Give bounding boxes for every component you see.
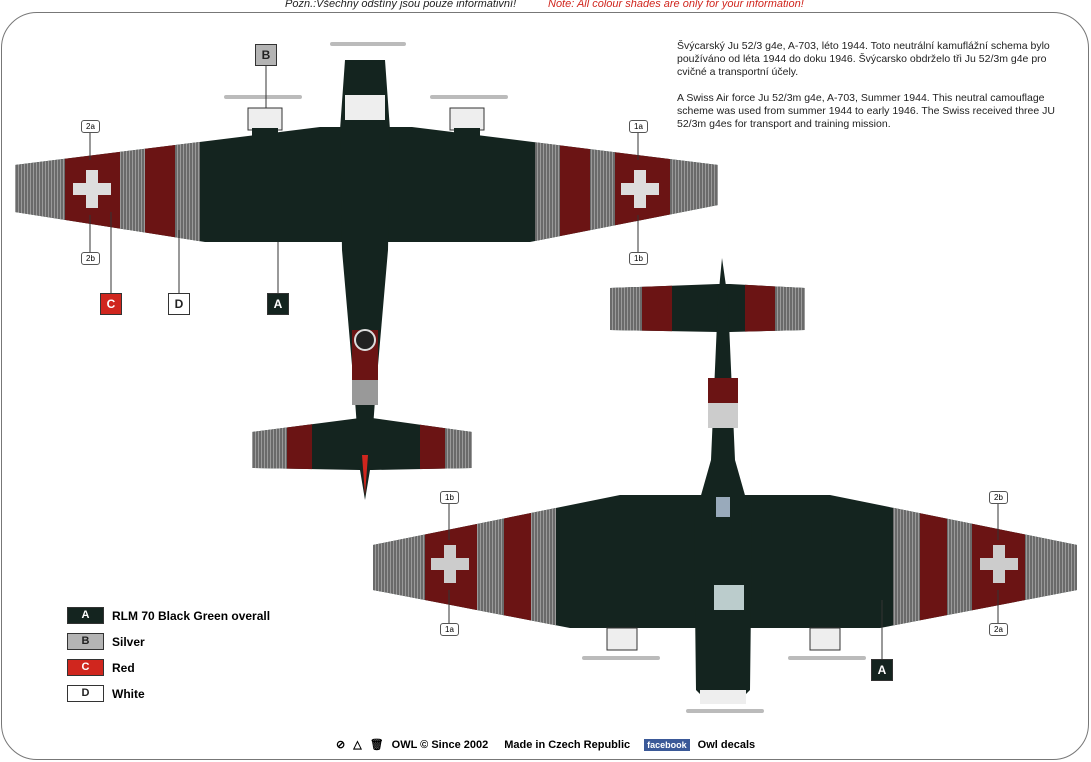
description-czech: Švýcarský Ju 52/3 g4e, A-703, léto 1944.…: [677, 40, 1050, 78]
legend-item-a: A RLM 70 Black Green overall: [67, 607, 270, 624]
brand-text: OWL © Since 2002: [391, 738, 489, 751]
swiss-cross-left: [73, 170, 111, 208]
top-view-aircraft: [15, 42, 718, 500]
leader-lines: [89, 65, 999, 660]
color-callout-a: A: [267, 293, 289, 315]
legend-swatch: C: [67, 659, 104, 676]
legend-item-d: D White: [67, 685, 145, 702]
legend-item-b: B Silver: [67, 633, 145, 650]
legend-item-c: C Red: [67, 659, 135, 676]
decal-tag-2a: 2a: [81, 120, 100, 133]
decal-tag-1b-lower: 1b: [440, 491, 459, 504]
legend-swatch: D: [67, 685, 104, 702]
note-czech: Pozn.:Všechny odstíny jsou pouze informa…: [285, 0, 517, 10]
trash-bin-icon: 🗑: [369, 739, 384, 751]
decal-tag-2b-lower: 2b: [989, 491, 1008, 504]
bottom-tailplane: [610, 284, 805, 332]
note-english: Note: All colour shades are only for you…: [548, 0, 804, 10]
legend-swatch: A: [67, 607, 104, 624]
color-callout-c: C: [100, 293, 122, 315]
no-fire-icon: ⊘: [336, 739, 346, 751]
swiss-cross-right: [621, 170, 659, 208]
decal-tag-2b: 2b: [81, 252, 100, 265]
legend-label: Red: [112, 660, 135, 675]
legend-label: RLM 70 Black Green overall: [112, 608, 271, 623]
description-english: A Swiss Air force Ju 52/3m g4e, A-703, S…: [677, 92, 1055, 130]
color-callout-d: D: [168, 293, 190, 315]
bottom-view-aircraft: [373, 258, 1077, 713]
sheet-border: [1, 12, 1089, 760]
legend-swatch: B: [67, 633, 104, 650]
facebook-logo[interactable]: facebook: [644, 738, 690, 751]
legend-label: White: [112, 686, 145, 701]
decal-tag-1a-lower: 1a: [440, 623, 459, 636]
color-callout-a-lower: A: [871, 659, 893, 681]
owl-decals-text: Owl decals: [697, 738, 756, 751]
decal-tag-1a: 1a: [629, 120, 648, 133]
decal-tag-1b: 1b: [629, 252, 648, 265]
decal-tag-2a-lower: 2a: [989, 623, 1008, 636]
made-in-text: Made in Czech Republic: [504, 738, 631, 751]
footer: ⊘ △ 🗑 OWL © Since 2002 Made in Czech Rep…: [336, 738, 755, 751]
color-callout-b: B: [255, 44, 277, 66]
recycle-icon: △: [353, 739, 362, 751]
legend-label: Silver: [112, 634, 145, 649]
